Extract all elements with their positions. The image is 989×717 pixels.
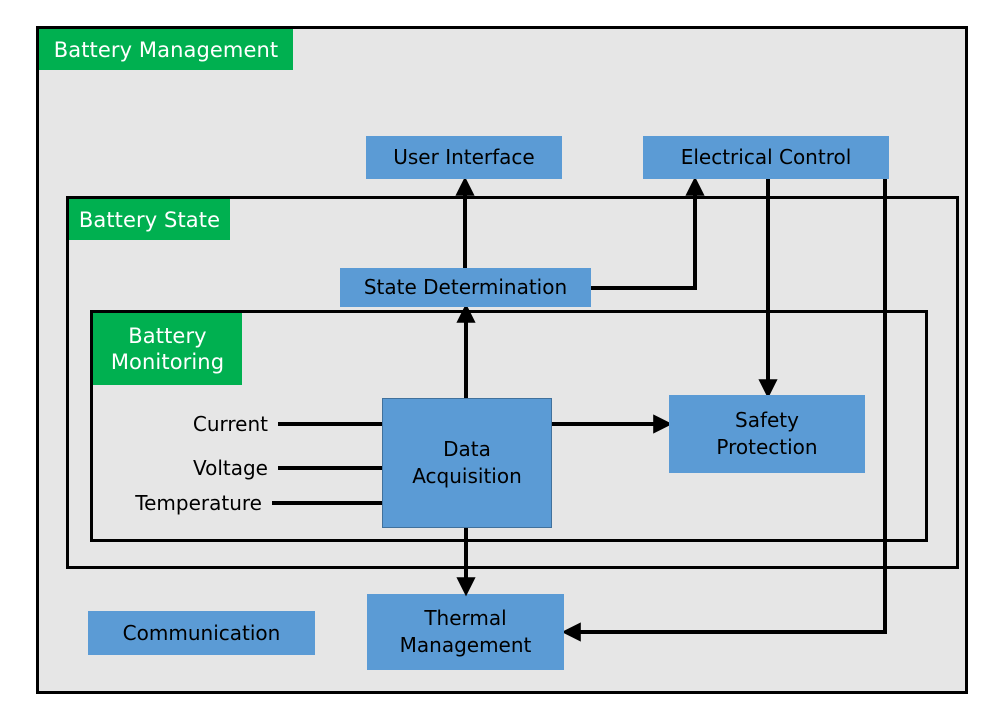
group-frame-battery-monitoring xyxy=(90,310,928,542)
node-user-interface[interactable]: User Interface xyxy=(366,136,562,179)
node-state-determination[interactable]: State Determination xyxy=(340,268,591,307)
signal-label-temperature: Temperature xyxy=(135,491,262,515)
group-frame-battery-state xyxy=(66,196,959,569)
group-label-battery-management: Battery Management xyxy=(39,29,293,70)
signal-label-voltage: Voltage xyxy=(192,456,268,480)
link-electrical-control-to-thermal-management xyxy=(561,178,887,642)
node-communication[interactable]: Communication xyxy=(88,611,315,655)
node-electrical-control[interactable]: Electrical Control xyxy=(643,136,889,179)
node-safety-protection[interactable]: Safety Protection xyxy=(669,395,865,473)
node-thermal-management[interactable]: Thermal Management xyxy=(367,594,564,670)
group-label-battery-state: Battery State xyxy=(69,199,230,240)
signal-label-current: Current xyxy=(192,412,268,436)
link-state-determination-to-electrical-control xyxy=(590,176,705,290)
node-data-acquisition[interactable]: Data Acquisition xyxy=(382,398,552,528)
group-label-battery-monitoring: Battery Monitoring xyxy=(93,313,242,385)
